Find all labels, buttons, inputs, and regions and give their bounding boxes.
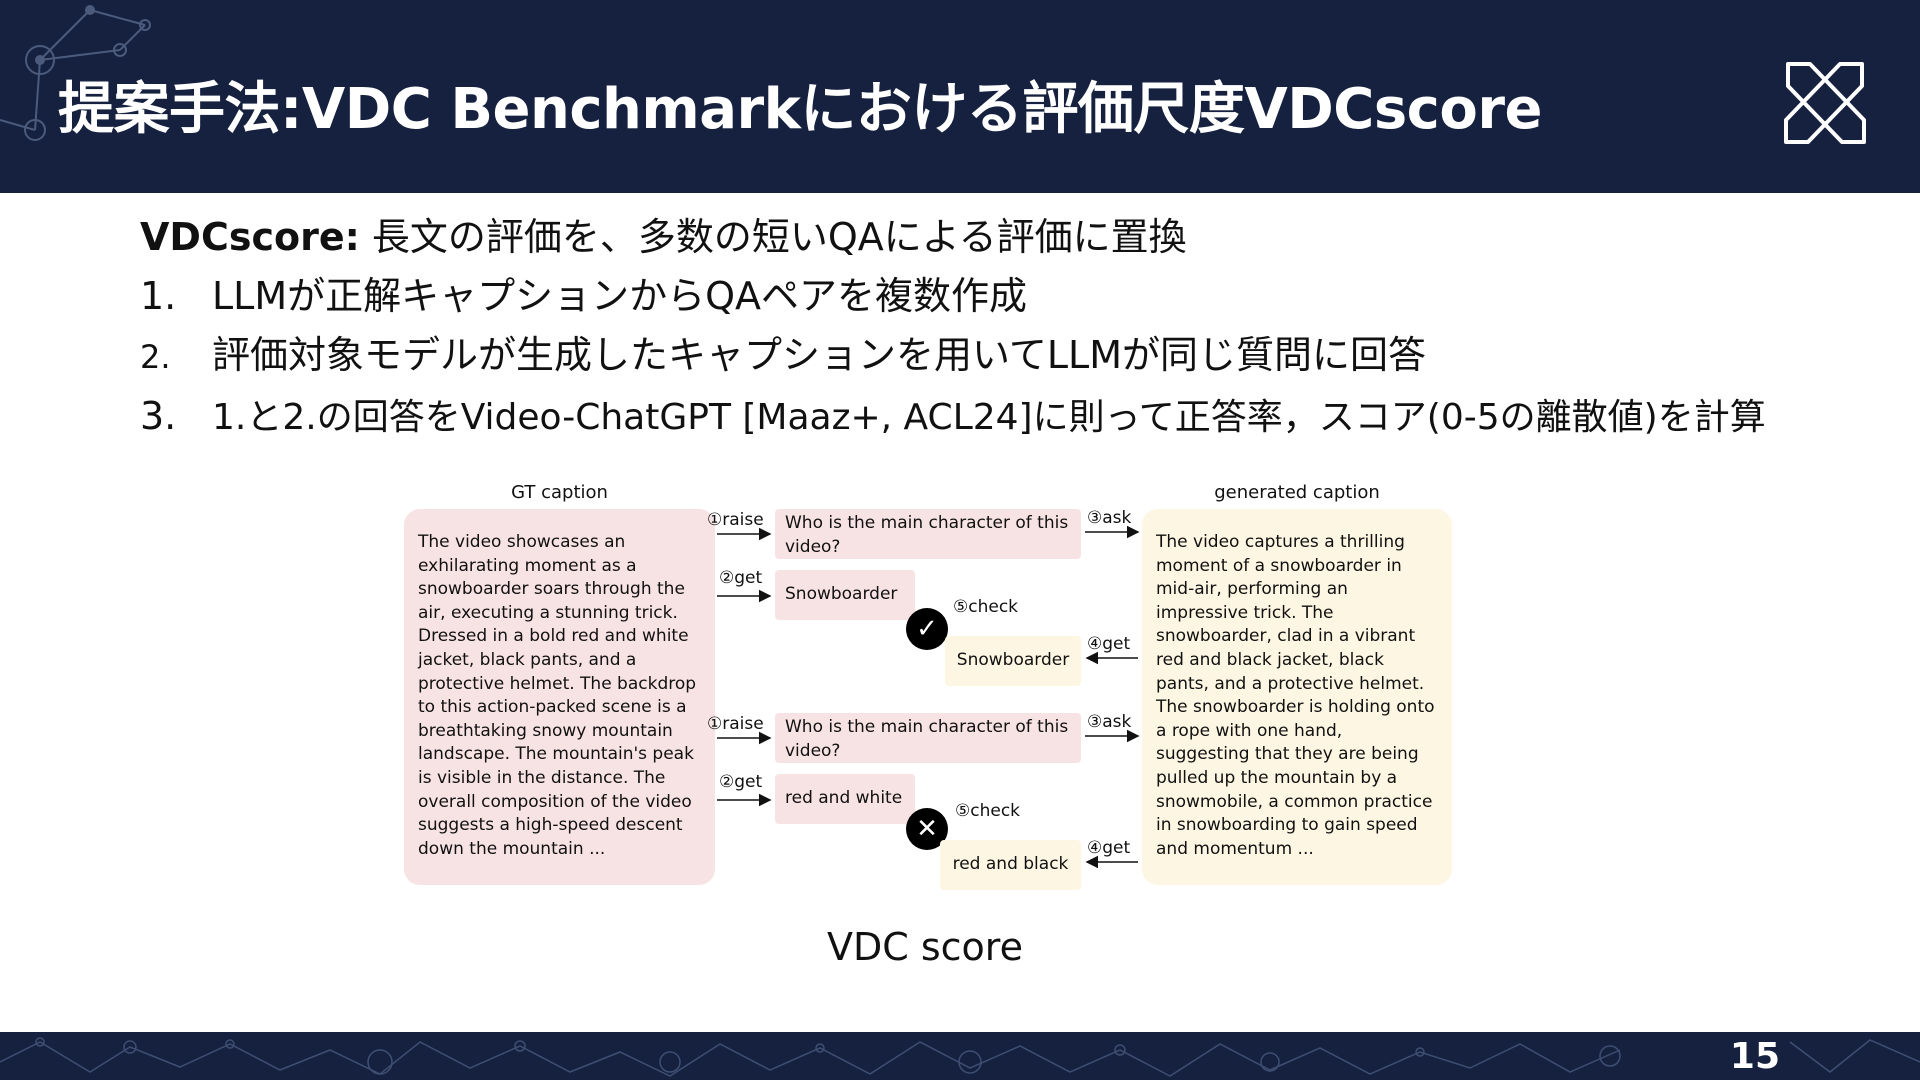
list-number: 1. [140, 274, 177, 318]
step-check-label: ⑤check [955, 801, 1021, 821]
network-decoration-icon [0, 5, 151, 141]
gt-answer-box: red and white [775, 774, 915, 824]
page-number: 15 [1729, 1036, 1780, 1077]
list-text: LLMが正解キャプションからQAペアを複数作成 [212, 274, 1028, 318]
step-check-label: ⑤check [953, 597, 1019, 617]
step-get-left-label: ②get [719, 772, 763, 792]
generated-caption-title: generated caption [1214, 482, 1380, 503]
step-raise-label: ①raise [707, 510, 764, 530]
gt-caption-panel: The video showcases an exhilarating mome… [404, 509, 715, 885]
list-item-1: 1. LLMが正解キャプションからQAペアを複数作成 [140, 267, 1900, 326]
generated-answer-box: red and black [940, 840, 1081, 890]
lead-term: VDCscore: [140, 215, 360, 259]
list-number: 2. [140, 338, 171, 376]
body-text: VDCscore: 長文の評価を、多数の短いQAによる評価に置換 1. LLMが正… [140, 208, 1900, 447]
diagram-caption: VDC score [827, 925, 1023, 969]
crossed-tools-logo-icon [1784, 62, 1866, 144]
check-mark-icon: ✓ [906, 608, 948, 650]
step-ask-label: ③ask [1087, 712, 1132, 732]
list-text: 評価対象モデルが生成したキャプションを用いてLLMが同じ質問に回答 [212, 333, 1426, 377]
lead-description: 長文の評価を、多数の短いQAによる評価に置換 [359, 215, 1187, 259]
step-ask-label: ③ask [1087, 508, 1132, 528]
header-banner: 提案手法:VDC Benchmarkにおける評価尺度VDCscore [0, 0, 1920, 193]
question-box: Who is the main character of this video? [775, 713, 1081, 763]
generated-caption-panel: The video captures a thrilling moment of… [1142, 509, 1452, 885]
cross-mark-icon: ✕ [906, 808, 948, 850]
network-decoration-icon [0, 1037, 1920, 1077]
gt-answer-box: Snowboarder [775, 570, 915, 620]
step-raise-label: ①raise [707, 714, 764, 734]
step-get-left-label: ②get [719, 568, 763, 588]
list-item-2: 2. 評価対象モデルが生成したキャプションを用いてLLMが同じ質問に回答 [140, 326, 1900, 387]
slide-title: 提案手法:VDC Benchmarkにおける評価尺度VDCscore [58, 77, 1542, 142]
list-text: 1.と2.の回答をVideo-ChatGPT [Maaz+, ACL24]に則っ… [212, 397, 1766, 438]
list-number: 3. [140, 394, 177, 438]
question-box: Who is the main character of this video? [775, 509, 1081, 559]
gt-caption-title: GT caption [511, 482, 608, 503]
lead-line: VDCscore: 長文の評価を、多数の短いQAによる評価に置換 [140, 208, 1900, 267]
generated-answer-box: Snowboarder [945, 636, 1081, 686]
step-get-right-label: ④get [1087, 634, 1131, 654]
footer-banner: 15 [0, 1032, 1920, 1080]
step-get-right-label: ④get [1087, 838, 1131, 858]
list-item-3: 3. 1.と2.の回答をVideo-ChatGPT [Maaz+, ACL24]に… [140, 387, 1900, 447]
